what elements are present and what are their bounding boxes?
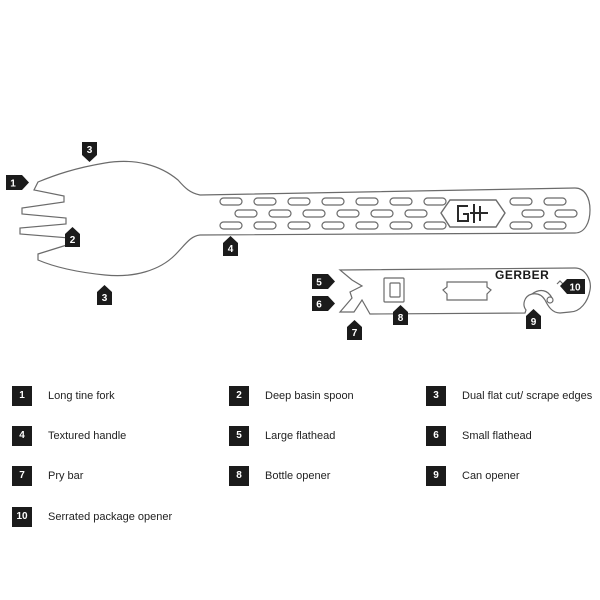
handle-slot: [302, 209, 326, 218]
spork-outline: [19, 160, 591, 277]
callout-9-label: 9: [531, 317, 537, 328]
legend-number-badge: 2: [229, 386, 249, 406]
legend-item-2: 2 Deep basin spoon: [229, 386, 354, 406]
legend-label: Long tine fork: [48, 390, 115, 402]
handle-slot: [423, 221, 447, 230]
callout-tags: 1 2 3 3 4 5 6 7: [6, 142, 585, 340]
legend-number-badge: 5: [229, 426, 249, 446]
legend-label: Serrated package opener: [48, 511, 173, 523]
handle-slot: [219, 197, 243, 206]
callout-8-label: 8: [398, 313, 404, 324]
legend-item-6: 6 Small flathead: [426, 426, 532, 446]
handle-slot: [321, 197, 345, 206]
handle-slot: [509, 197, 533, 206]
handle-slot: [509, 221, 533, 230]
handle-slot: [404, 209, 428, 218]
legend-number-badge: 6: [426, 426, 446, 446]
legend-item-4: 4 Textured handle: [12, 426, 126, 446]
legend-number-badge: 3: [426, 386, 446, 406]
legend-number-badge: 9: [426, 466, 446, 486]
legend: 1 Long tine fork 2 Deep basin spoon 3 Dual fl…: [0, 380, 600, 540]
callout-3-bottom: 3: [97, 285, 112, 305]
legend-label: Textured handle: [48, 430, 127, 442]
legend-label: Can opener: [462, 470, 520, 482]
handle-slot: [423, 197, 447, 206]
callout-3-top-label: 3: [87, 145, 93, 156]
brand-label: GERBER: [495, 268, 549, 282]
handle-slot: [287, 197, 311, 206]
callout-3-bottom-label: 3: [102, 293, 108, 304]
legend-label: Small flathead: [462, 430, 532, 442]
callout-5-label: 5: [316, 278, 322, 289]
callout-4-label: 4: [228, 244, 234, 255]
legend-number-badge: 4: [12, 426, 32, 446]
multi-tool-outline: [338, 267, 591, 315]
handle-slot: [268, 209, 292, 218]
callout-2-label: 2: [70, 235, 76, 246]
callout-5: 5: [312, 274, 335, 289]
callout-9: 9: [526, 309, 541, 329]
legend-item-10: 10 Serrated package opener: [12, 507, 172, 527]
handle-slot: [543, 221, 567, 230]
handle-texture: [219, 197, 578, 230]
handle-slot: [389, 197, 413, 206]
center-slot: [442, 281, 492, 301]
legend-item-3: 3 Dual flat cut/ scrape edges: [426, 386, 592, 406]
legend-item-1: 1 Long tine fork: [12, 386, 115, 406]
multi-tool: GERBER: [338, 267, 591, 315]
legend-item-5: 5 Large flathead: [229, 426, 335, 446]
legend-item-9: 9 Can opener: [426, 466, 520, 486]
legend-item-7: 7 Pry bar: [12, 466, 83, 486]
handle-slot: [543, 197, 567, 206]
handle-slot: [253, 221, 277, 230]
callout-1: 1: [6, 175, 29, 190]
can-opener-hole: [546, 296, 554, 304]
handle-slot: [219, 221, 243, 230]
handle-slot: [253, 197, 277, 206]
bottle-opener-inner: [389, 282, 401, 298]
bottle-opener-slot: [383, 277, 405, 303]
callout-7-label: 7: [352, 328, 358, 339]
can-opener-hook: [531, 289, 553, 299]
callout-4: 4: [223, 236, 238, 256]
handle-slot: [554, 209, 578, 218]
handle-slot: [321, 221, 345, 230]
handle-slot: [336, 209, 360, 218]
legend-label: Deep basin spoon: [265, 390, 354, 402]
legend-number-badge: 10: [12, 507, 32, 527]
legend-item-8: 8 Bottle opener: [229, 466, 330, 486]
legend-number-badge: 8: [229, 466, 249, 486]
logo-mark-icon: [457, 204, 488, 223]
callout-1-label: 1: [10, 179, 16, 190]
spork-tool: [19, 160, 591, 277]
handle-slot: [370, 209, 394, 218]
callout-6-label: 6: [316, 300, 322, 311]
handle-slot: [287, 221, 311, 230]
handle-slot: [355, 197, 379, 206]
gerber-logo-icon: [440, 199, 506, 228]
callout-10: 10: [560, 279, 585, 294]
legend-number-badge: 1: [12, 386, 32, 406]
legend-number-badge: 7: [12, 466, 32, 486]
legend-label: Pry bar: [48, 470, 84, 482]
legend-label: Dual flat cut/ scrape edges: [462, 390, 593, 402]
callout-10-label: 10: [569, 283, 581, 294]
callout-3-top: 3: [82, 142, 97, 162]
handle-slot: [234, 209, 258, 218]
callout-8: 8: [393, 305, 408, 325]
handle-slot: [355, 221, 379, 230]
legend-label: Large flathead: [265, 430, 336, 442]
legend-label: Bottle opener: [265, 470, 331, 482]
callout-7: 7: [347, 320, 362, 340]
callout-2: 2: [65, 227, 80, 247]
callout-6: 6: [312, 296, 335, 311]
handle-slot: [521, 209, 545, 218]
tool-diagram: GERBER 1 2 3 3 4 5 6: [6, 142, 591, 340]
handle-slot: [389, 221, 413, 230]
